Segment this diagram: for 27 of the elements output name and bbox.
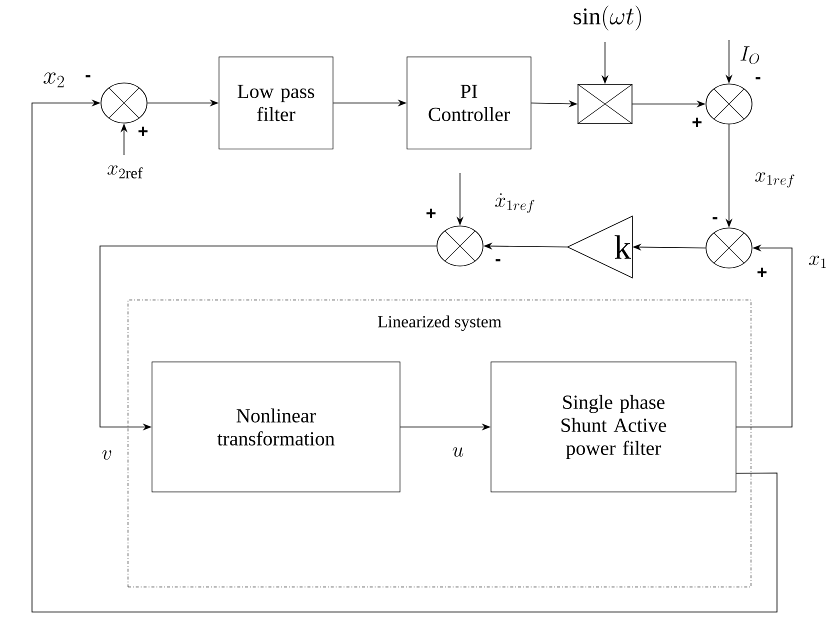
summing-junction	[436, 226, 484, 266]
sign-label: -	[712, 217, 718, 220]
edge-label: $u$	[452, 447, 464, 457]
summing-junction	[706, 84, 752, 124]
process-box: Nonlinear transformation	[152, 362, 400, 492]
process-box: Single phase Shunt Active power filter	[490, 362, 736, 492]
sign-label: +	[426, 208, 436, 218]
sign-label: -	[86, 75, 90, 78]
process-box: Low pass filter	[218, 56, 334, 150]
process-box: PI Controller	[406, 56, 532, 150]
arrow	[32, 99, 778, 612]
multiplier-block	[577, 84, 633, 124]
edge-label: $x_{1ref}$	[755, 172, 794, 188]
summing-junction	[706, 228, 752, 268]
edge-label: $x_{2\mathrm{ref}}$	[108, 165, 143, 178]
edge-label: $I_O$	[740, 46, 760, 64]
edge-label: $x_1$	[809, 256, 826, 268]
edge-label: $\sin(\omega t)$	[574, 6, 641, 30]
edge-label: $v$	[102, 450, 112, 460]
sign-label: +	[138, 126, 148, 136]
sign-label: -	[496, 259, 500, 262]
edge-label: $x_2$	[44, 72, 64, 88]
sign-label: +	[758, 268, 767, 277]
sign-label: -	[756, 77, 760, 80]
summing-junction	[100, 82, 148, 124]
sign-label: +	[692, 118, 702, 127]
edge-label: $\dot{x}_{1ref}$	[495, 193, 534, 213]
